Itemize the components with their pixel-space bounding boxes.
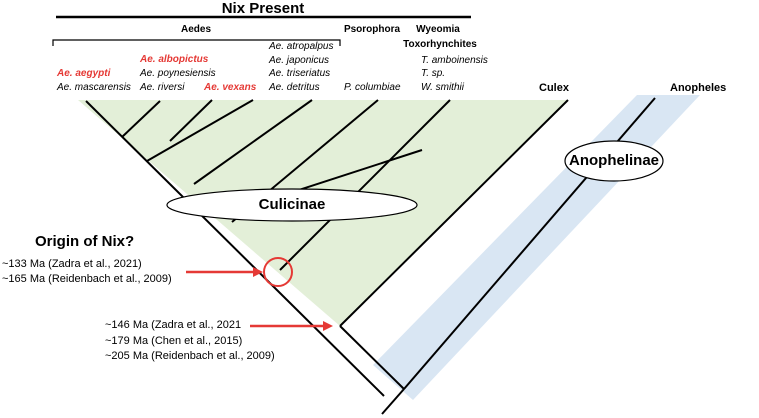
split-estimate: ~146 Ma (Zadra et al., 2021 bbox=[105, 319, 242, 331]
species-detritus: Ae. detritus bbox=[269, 82, 320, 93]
origin-arrow-head bbox=[253, 267, 263, 277]
origin-highlight-circle bbox=[263, 257, 293, 287]
wyeomia-label: Wyeomia bbox=[416, 24, 460, 35]
species-columbiae: P. columbiae bbox=[344, 82, 401, 93]
culicinae-label: Culicinae bbox=[258, 196, 326, 213]
culicinae-ellipse bbox=[166, 188, 418, 222]
species-smithii: W. smithii bbox=[421, 82, 464, 93]
origin-estimate: ~133 Ma (Zadra et al., 2021) bbox=[2, 258, 142, 270]
split-estimate: ~179 Ma (Chen et al., 2015) bbox=[105, 335, 243, 347]
species-riversi: Ae. riversi bbox=[140, 82, 185, 93]
origin-title: Origin of Nix? bbox=[35, 233, 135, 250]
split-arrow-head bbox=[323, 321, 333, 331]
species-aegypti: Ae. aegypti bbox=[57, 68, 111, 79]
species-albopictus: Ae. albopictus bbox=[140, 54, 209, 65]
aedes-label: Aedes bbox=[180, 24, 212, 35]
nix-present-title: Nix Present bbox=[221, 0, 305, 17]
aedes-bracket bbox=[52, 39, 341, 46]
species-mascarensis: Ae. mascarensis bbox=[57, 82, 131, 93]
arrows bbox=[186, 267, 333, 331]
anophelinae-label: Anophelinae bbox=[568, 152, 660, 169]
species-vexans: Ae. vexans bbox=[204, 82, 257, 93]
toxorhynchites-label: Toxorhynchites bbox=[403, 39, 477, 50]
species-atropalpus: Ae. atropalpus bbox=[269, 41, 334, 52]
culex-label: Culex bbox=[539, 82, 569, 94]
species-tsp: T. sp. bbox=[421, 68, 446, 79]
anopheles-label: Anopheles bbox=[670, 82, 727, 94]
species-amboinensis: T. amboinensis bbox=[421, 55, 488, 66]
anophelinae-ellipse bbox=[564, 140, 664, 182]
species-triseriatus: Ae. triseriatus bbox=[269, 68, 331, 79]
split-estimate: ~205 Ma (Reidenbach et al., 2009) bbox=[105, 350, 275, 362]
species-poynesiensis: Ae. poynesiensis bbox=[140, 68, 216, 79]
psorophora-label: Psorophora bbox=[343, 24, 401, 35]
origin-estimate: ~165 Ma (Reidenbach et al., 2009) bbox=[2, 273, 172, 285]
species-japonicus: Ae. japonicus bbox=[269, 55, 330, 66]
